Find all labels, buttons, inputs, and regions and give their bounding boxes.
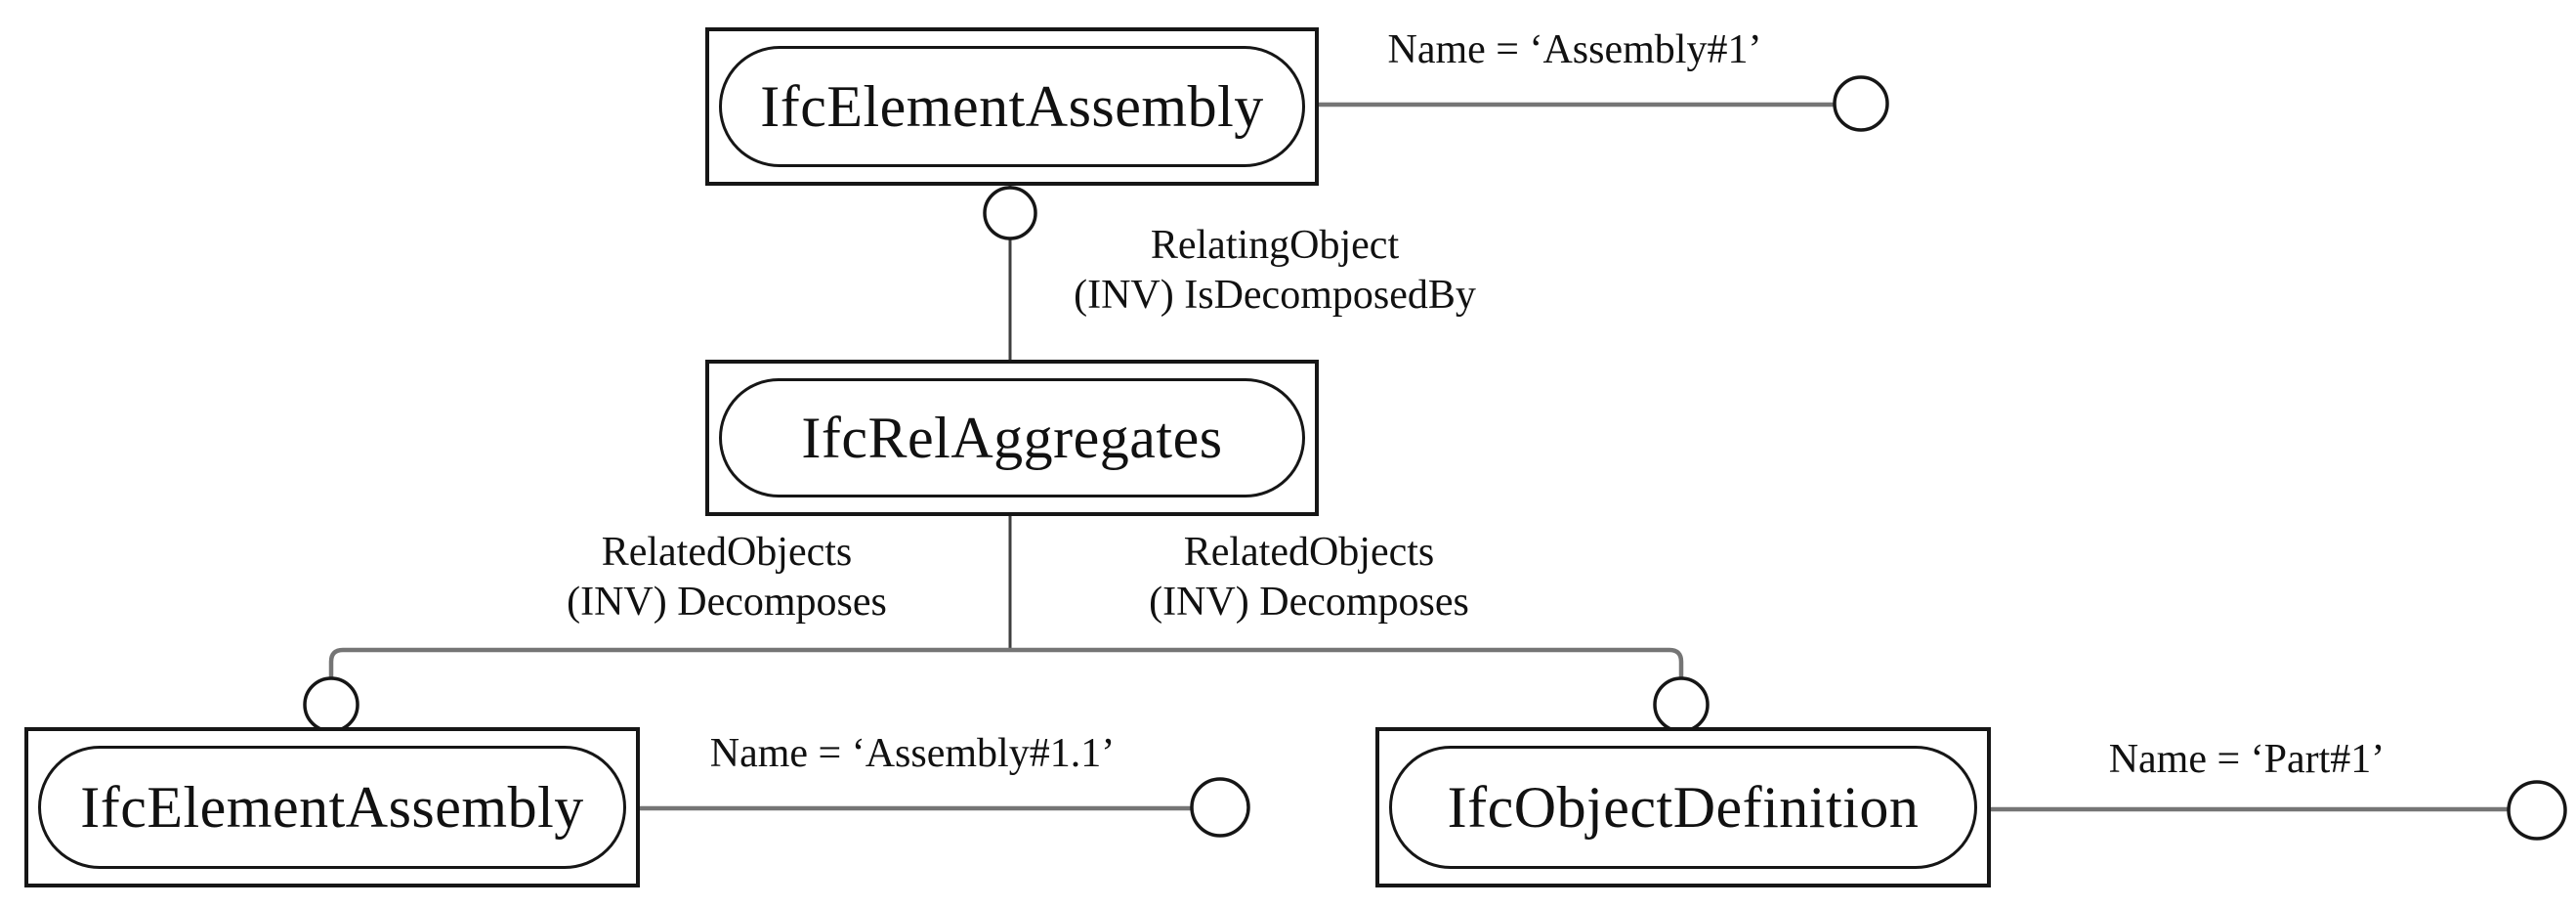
node-top-ifcelementassembly: IfcElementAssembly bbox=[705, 27, 1319, 186]
edge-label-relating-object-line1: RelatingObject bbox=[1150, 223, 1400, 268]
attribute-label-bottom-left: Name = ‘Assembly#1.1’ bbox=[709, 731, 1116, 776]
attribute-label-bottom-right: Name = ‘Part#1’ bbox=[2108, 737, 2386, 782]
edge-label-related-objects-left: RelatedObjects (INV) Decomposes bbox=[567, 528, 887, 627]
branch-line bbox=[328, 647, 1684, 678]
edge-label-related-objects-left-line1: RelatedObjects bbox=[601, 530, 853, 575]
aggregation-circle-right bbox=[1653, 676, 1710, 733]
node-middle-ifcrelaggregates: IfcRelAggregates bbox=[705, 360, 1319, 516]
node-bottom-right-ifcobjectdefinition: IfcObjectDefinition bbox=[1375, 727, 1991, 887]
stadium-shape-bottom-right: IfcObjectDefinition bbox=[1389, 746, 1977, 869]
attribute-terminal-circle-bottom-left bbox=[1190, 777, 1250, 838]
attribute-terminal-circle-top bbox=[1833, 75, 1889, 132]
stadium-shape-bottom-left: IfcElementAssembly bbox=[38, 746, 626, 869]
edge-label-relating-object-line2: (INV) IsDecomposedBy bbox=[1074, 273, 1476, 319]
stadium-shape-top: IfcElementAssembly bbox=[719, 46, 1305, 167]
edge-label-relating-object: RelatingObject (INV) IsDecomposedBy bbox=[1074, 221, 1476, 321]
edge-label-related-objects-left-line2: (INV) Decomposes bbox=[567, 580, 887, 626]
node-label-top: IfcElementAssembly bbox=[760, 73, 1264, 139]
node-label-bottom-left: IfcElementAssembly bbox=[80, 774, 584, 840]
node-label-middle: IfcRelAggregates bbox=[801, 405, 1223, 470]
stadium-shape-middle: IfcRelAggregates bbox=[719, 378, 1305, 497]
aggregation-circle-top bbox=[983, 186, 1037, 240]
edge-label-related-objects-right: RelatedObjects (INV) Decomposes bbox=[1149, 528, 1469, 627]
aggregation-circle-left bbox=[303, 676, 359, 733]
edge-label-related-objects-right-line1: RelatedObjects bbox=[1183, 530, 1435, 575]
attribute-terminal-circle-bottom-right bbox=[2507, 780, 2567, 841]
node-label-bottom-right: IfcObjectDefinition bbox=[1447, 774, 1920, 840]
edge-label-related-objects-right-line2: (INV) Decomposes bbox=[1149, 580, 1469, 626]
node-bottom-left-ifcelementassembly: IfcElementAssembly bbox=[24, 727, 640, 887]
attribute-label-top: Name = ‘Assembly#1’ bbox=[1387, 27, 1762, 72]
